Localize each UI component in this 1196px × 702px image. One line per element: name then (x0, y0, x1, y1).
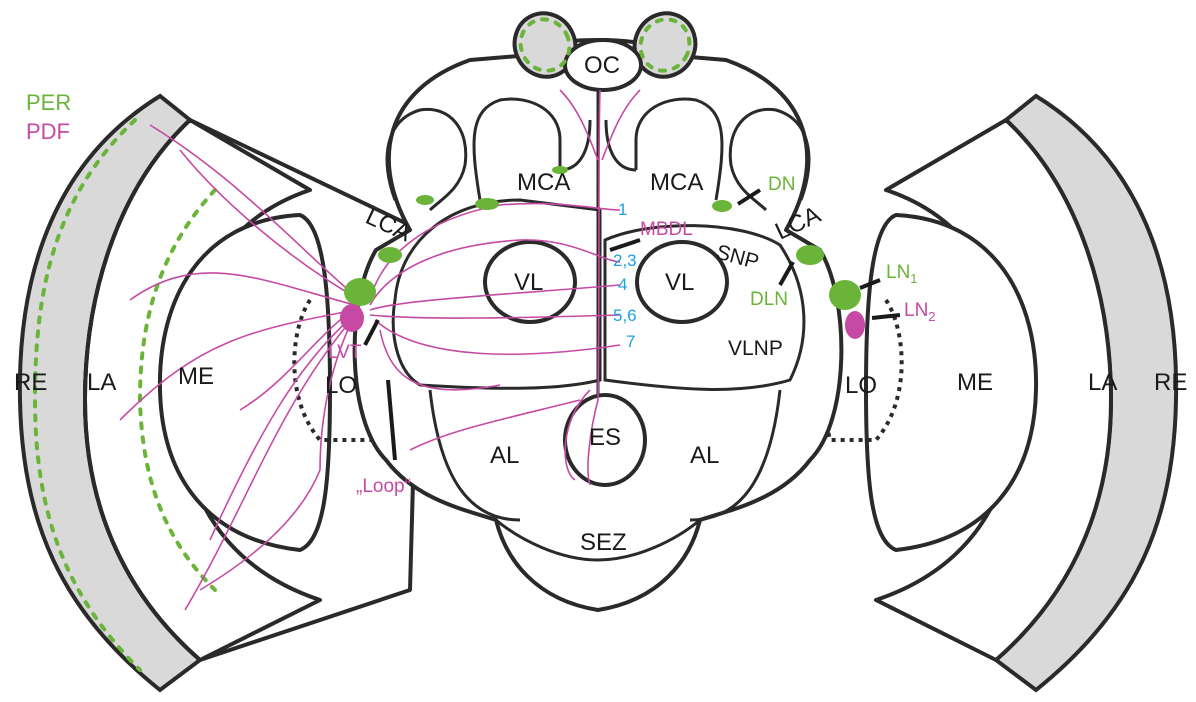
label-mbdl: MBDL (640, 219, 693, 240)
legend-pdf: PDF (26, 119, 70, 144)
label-tract-4: 4 (618, 275, 627, 294)
label-la-right: LA (1088, 369, 1117, 396)
label-vl-left: VL (514, 269, 543, 296)
label-al-right: AL (690, 442, 719, 469)
label-tract-7: 7 (626, 332, 635, 351)
legend-per: PER (26, 90, 71, 115)
label-la-left: LA (87, 369, 116, 396)
label-re-right: RE (1154, 369, 1187, 396)
label-lo-left: LO (325, 372, 357, 399)
label-mca-right: MCA (650, 169, 703, 196)
label-tract-1: 1 (618, 200, 627, 219)
label-dln: DLN (750, 289, 788, 310)
label-me-right: ME (957, 369, 993, 396)
label-vlnp: VLNP (728, 337, 783, 360)
label-oc: OC (584, 52, 620, 79)
label-vl-right: VL (665, 269, 694, 296)
label-sez: SEZ (580, 529, 627, 556)
label-tract-56: 5,6 (613, 306, 637, 325)
label-re-left: RE (14, 369, 47, 396)
label-al-left: AL (490, 442, 519, 469)
label-es: ES (589, 424, 621, 451)
label-loop: „Loop“ (356, 476, 411, 497)
label-mca-left: MCA (517, 169, 570, 196)
label-me-left: ME (178, 363, 214, 390)
label-tract-23: 2,3 (613, 251, 637, 270)
label-lvt: LVT (328, 342, 362, 363)
label-lo-right: LO (845, 372, 877, 399)
label-dn: DN (768, 174, 795, 195)
